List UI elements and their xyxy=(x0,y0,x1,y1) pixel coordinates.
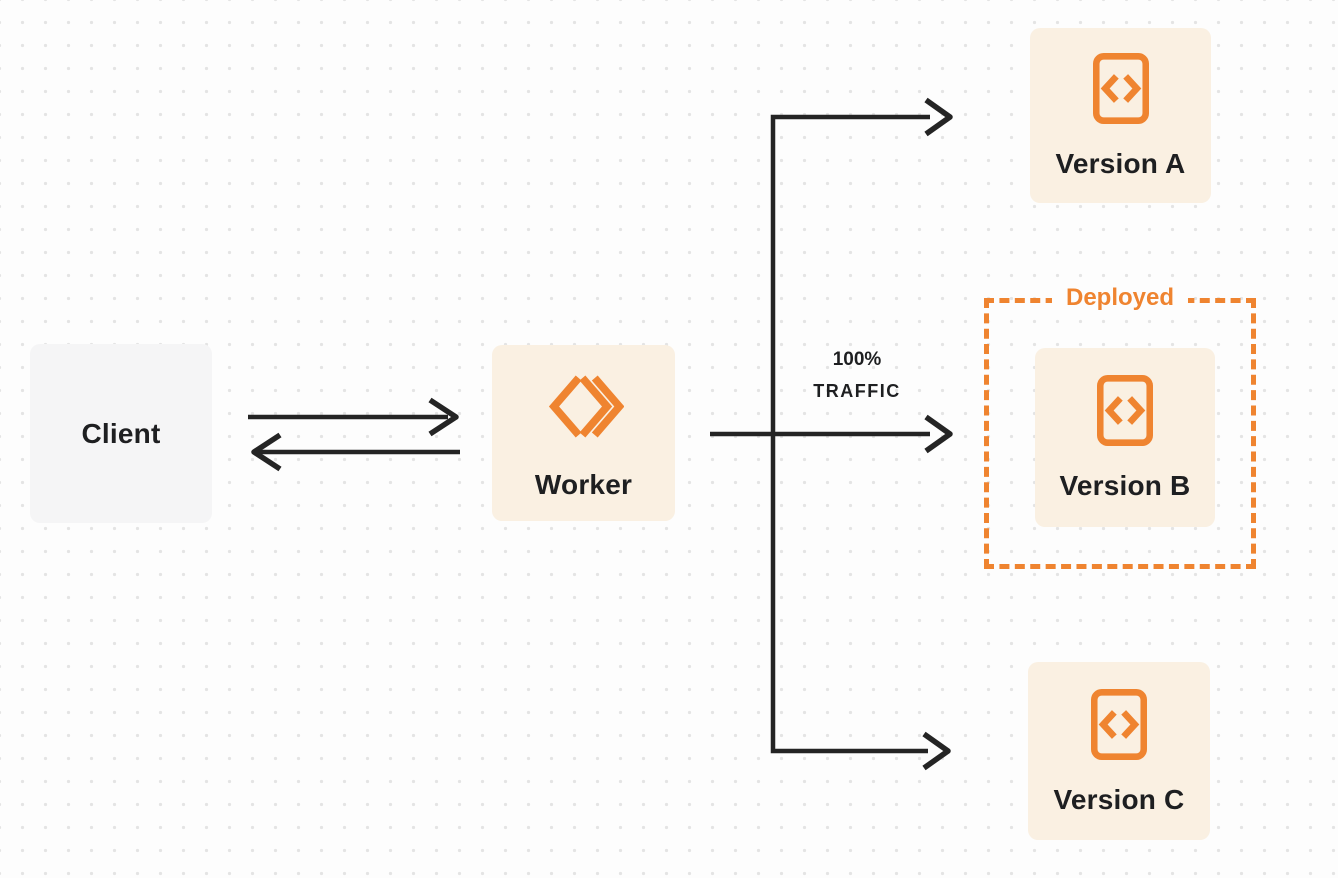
client-node: Client xyxy=(30,344,212,523)
version-a-node: Version A xyxy=(1030,28,1211,203)
code-file-icon xyxy=(1092,53,1149,124)
arrow-worker-to-client-head xyxy=(251,432,282,472)
branch-trunk-and-outer-shafts xyxy=(770,114,930,754)
worker-node: Worker xyxy=(492,345,675,521)
version-b-node: Version B xyxy=(1035,348,1215,527)
code-file-icon xyxy=(1097,375,1153,446)
worker-node-label: Worker xyxy=(534,468,633,500)
version-a-node-label: Version A xyxy=(1055,148,1186,179)
version-c-node-label: Version C xyxy=(1053,783,1185,815)
traffic-annotation: 100% TRAFFIC xyxy=(787,350,927,400)
deployed-badge-label: Deployed xyxy=(1051,284,1189,312)
worker-chevrons-icon xyxy=(548,375,624,437)
deployed-group-outline: Deployed Version B xyxy=(984,284,1256,569)
code-file-icon xyxy=(1091,688,1147,760)
version-b-node-label: Version B xyxy=(1059,470,1191,501)
version-c-node: Version C xyxy=(1028,662,1210,840)
traffic-percent-text: 100% xyxy=(832,349,882,370)
arrow-client-to-worker-head xyxy=(428,397,459,437)
client-node-label: Client xyxy=(81,417,161,449)
arrow-to-version-a-head xyxy=(924,97,953,137)
arrow-to-version-c-head xyxy=(922,731,951,771)
arrow-to-version-b-head xyxy=(924,414,953,454)
traffic-word-text: TRAFFIC xyxy=(813,381,901,401)
